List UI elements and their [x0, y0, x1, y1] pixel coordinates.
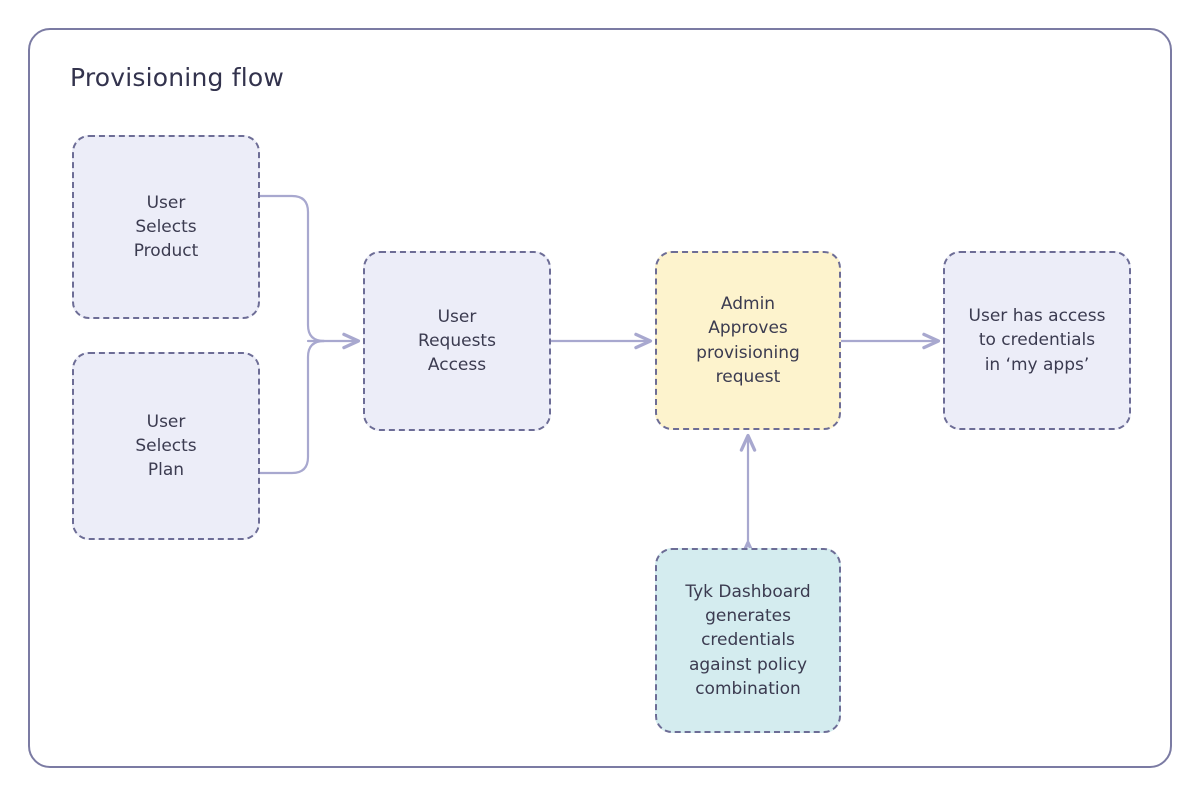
node-user-has-access[interactable]: User has access to credentials in ‘my ap… [943, 251, 1131, 430]
node-tyk-dashboard[interactable]: Tyk Dashboard generates credentials agai… [655, 548, 841, 733]
node-admin-approves[interactable]: Admin Approves provisioning request [655, 251, 841, 430]
node-label: User Selects Product [133, 192, 199, 262]
page-title: Provisioning flow [70, 63, 285, 92]
node-label: User Requests Access [418, 306, 496, 376]
node-label: User Selects Plan [135, 411, 197, 481]
node-label: Tyk Dashboard generates credentials agai… [685, 581, 811, 699]
node-user-selects-product[interactable]: User Selects Product [72, 135, 260, 319]
node-label: User has access to credentials in ‘my ap… [968, 306, 1106, 375]
node-user-selects-plan[interactable]: User Selects Plan [72, 352, 260, 540]
node-label: Admin Approves provisioning request [696, 293, 800, 387]
node-user-requests-access[interactable]: User Requests Access [363, 251, 551, 431]
